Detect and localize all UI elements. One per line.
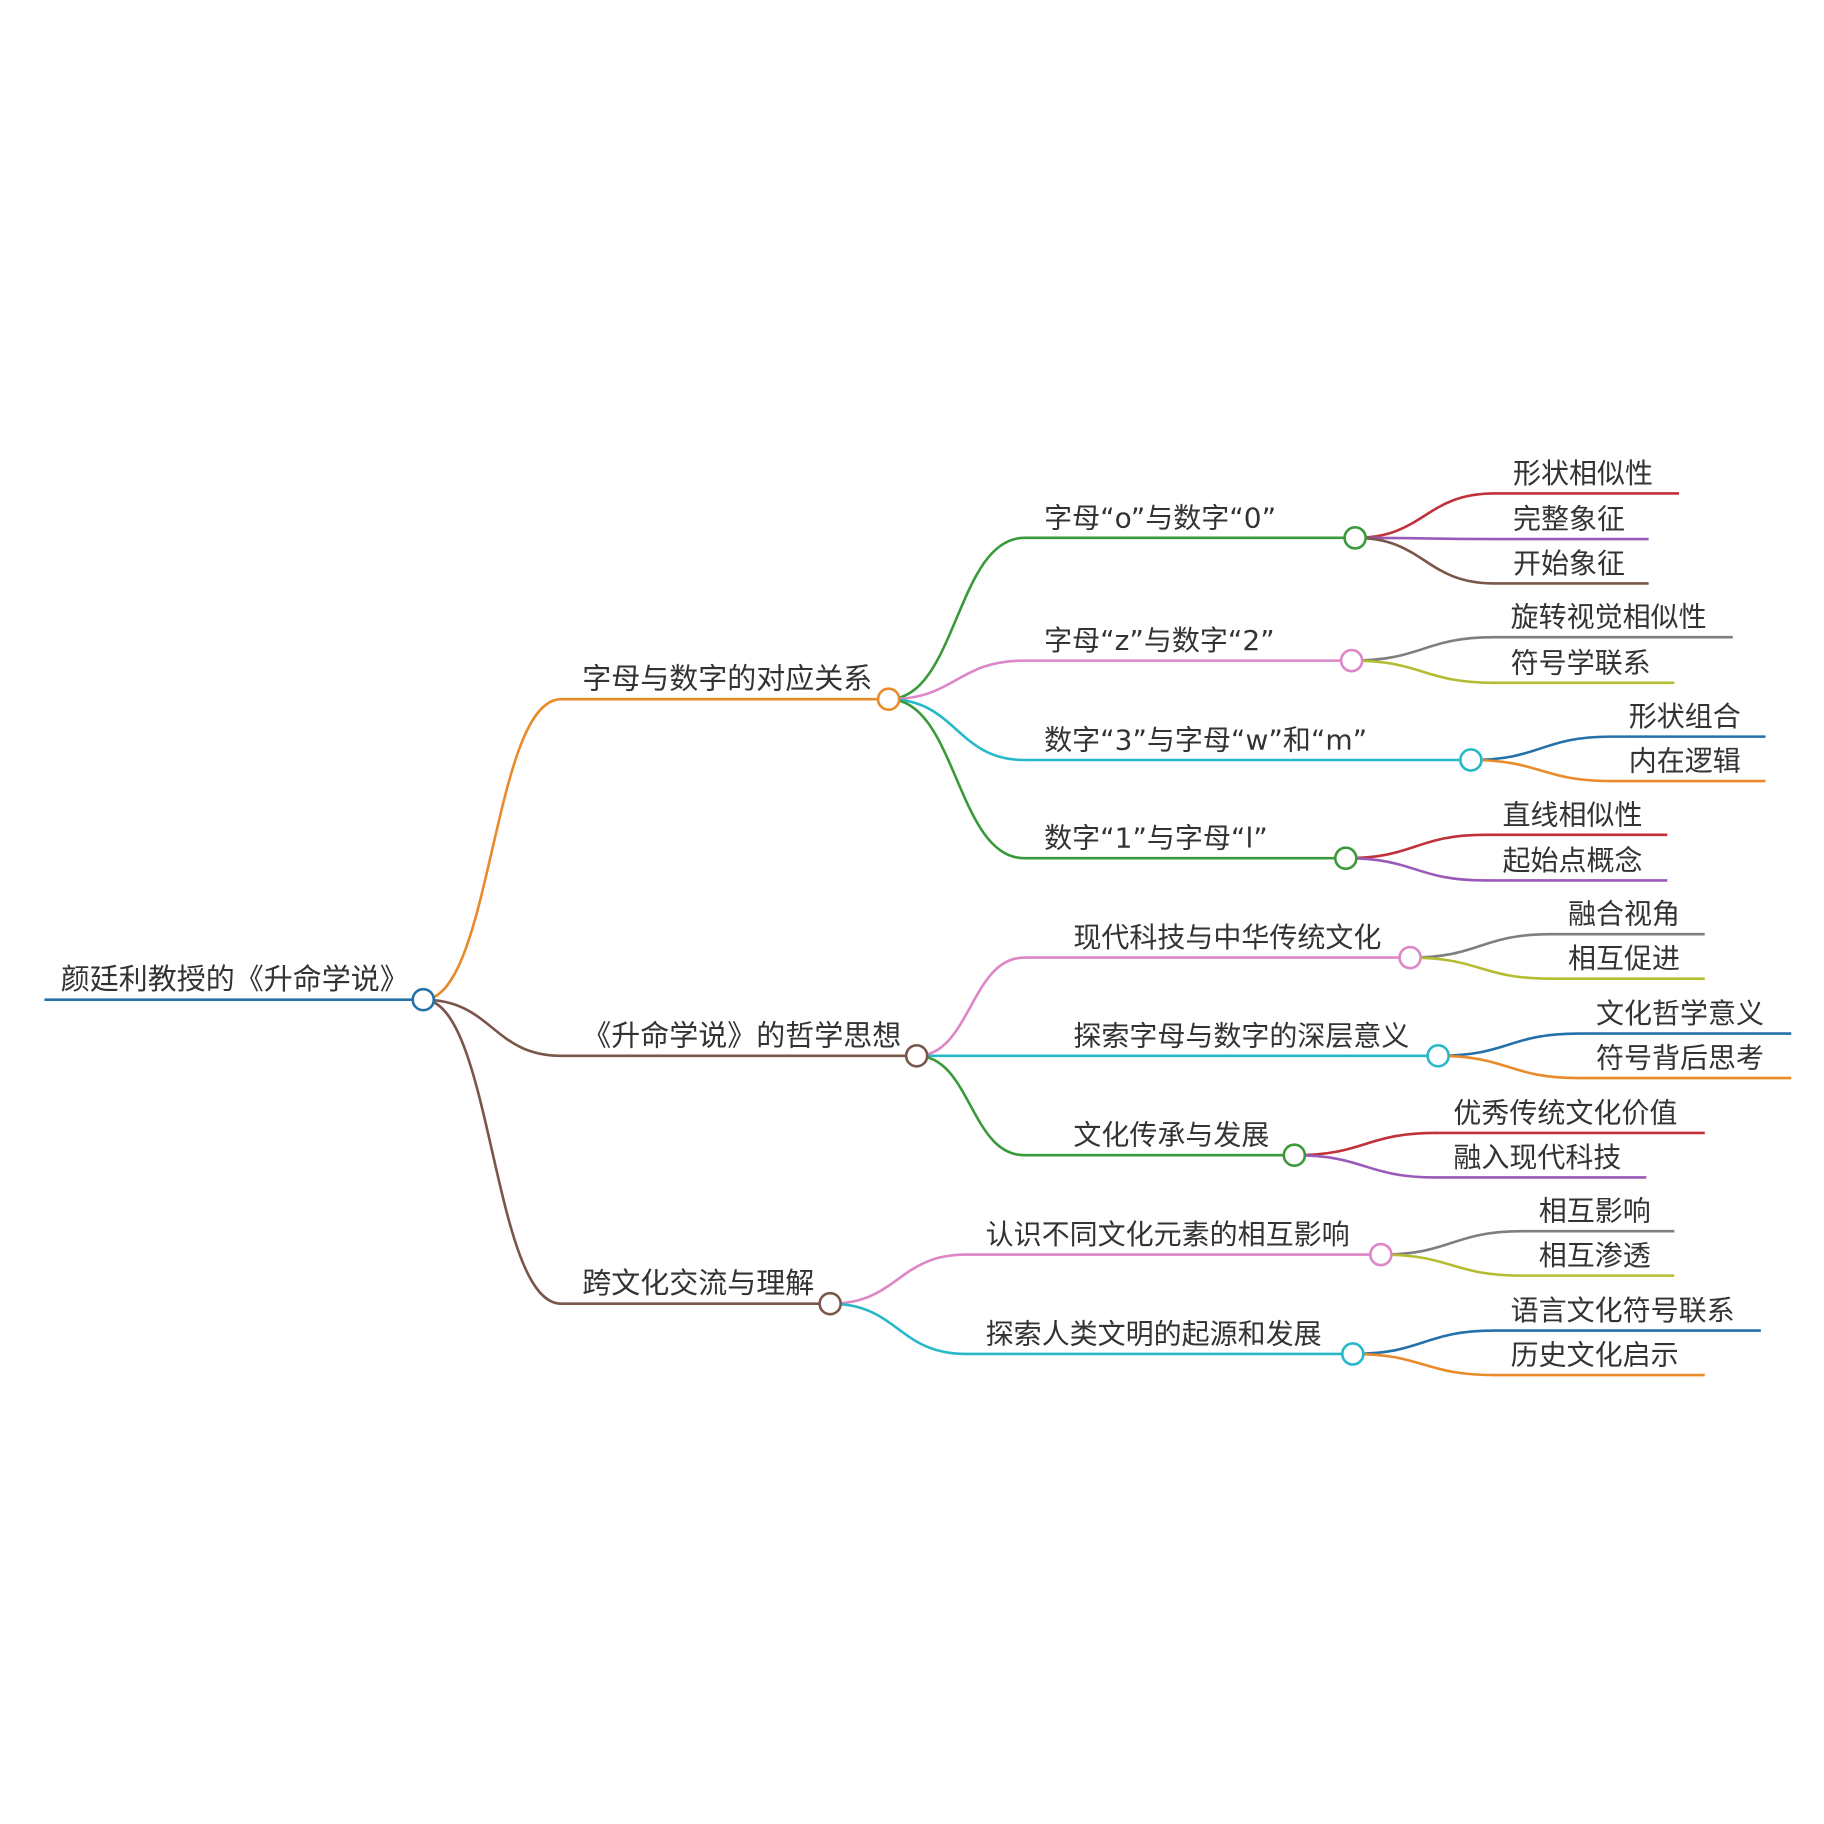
- edges-layer: [421, 492, 1613, 1377]
- edge-topic-to-leaf: [1436, 1032, 1580, 1058]
- leaf-node-label: 语言文化符号联系: [1511, 1294, 1735, 1327]
- branch-collapse-toggle[interactable]: [904, 1043, 929, 1068]
- branch-node-label: 跨文化交流与理解: [582, 1266, 814, 1300]
- edge-root-to-branch: [421, 998, 563, 1058]
- edge-branch-to-topic: [887, 697, 1026, 762]
- edge-topic-to-leaf: [1469, 758, 1613, 783]
- edge-branch-to-topic: [828, 1302, 968, 1356]
- topic-node-label: 字母“o”与数字“0”: [1044, 501, 1276, 534]
- topic-collapse-toggle[interactable]: [1339, 648, 1364, 673]
- edge-topic-to-leaf: [1293, 1153, 1438, 1179]
- edge-topic-to-leaf: [1379, 1229, 1524, 1256]
- leaf-node-label: 完整象征: [1513, 502, 1625, 535]
- root-collapse-toggle[interactable]: [411, 987, 436, 1012]
- topic-node-label: 数字“1”与字母“l”: [1044, 822, 1268, 855]
- leaf-node-label: 文化哲学意义: [1596, 997, 1764, 1030]
- edge-topic-to-leaf: [1353, 492, 1496, 540]
- edge-topic-to-leaf: [1344, 856, 1487, 882]
- topic-collapse-toggle[interactable]: [1282, 1143, 1307, 1168]
- topic-node-label: 文化传承与发展: [1073, 1119, 1269, 1152]
- branch-collapse-toggle[interactable]: [818, 1291, 842, 1316]
- branch-collapse-toggle[interactable]: [876, 687, 901, 712]
- leaf-node-label: 融合视角: [1568, 898, 1680, 931]
- topic-collapse-toggle[interactable]: [1426, 1043, 1450, 1068]
- leaf-node-label: 形状相似性: [1513, 457, 1653, 490]
- topic-node-label: 现代科技与中华传统文化: [1073, 921, 1381, 954]
- leaf-node-label: 符号背后思考: [1596, 1042, 1764, 1075]
- leaf-node-label: 形状组合: [1629, 700, 1741, 733]
- leaf-node-label: 内在逻辑: [1629, 745, 1741, 778]
- leaf-node-label: 历史文化启示: [1511, 1338, 1679, 1371]
- branch-node-label: 字母与数字的对应关系: [582, 662, 872, 696]
- edge-topic-to-leaf: [1408, 932, 1552, 959]
- edge-branch-to-topic: [887, 536, 1026, 701]
- root-node-label: 颜廷利教授的《升命学说》: [61, 962, 409, 996]
- leaf-node-label: 开始象征: [1513, 547, 1625, 580]
- topic-collapse-toggle[interactable]: [1340, 1342, 1365, 1366]
- edge-topic-to-leaf: [1469, 735, 1613, 762]
- leaf-node-label: 优秀传统文化价值: [1453, 1096, 1677, 1129]
- edge-branch-to-topic: [887, 697, 1026, 860]
- leaf-node-label: 融入现代科技: [1453, 1141, 1621, 1174]
- topic-node-label: 数字“3”与字母“w”和“m”: [1044, 723, 1367, 756]
- edge-topic-to-leaf: [1350, 635, 1496, 662]
- edge-topic-to-leaf: [1350, 659, 1496, 685]
- leaf-node-label: 直线相似性: [1502, 798, 1642, 831]
- edge-branch-to-topic: [887, 659, 1026, 701]
- topic-collapse-toggle[interactable]: [1459, 748, 1483, 772]
- edge-topic-to-leaf: [1351, 1329, 1496, 1356]
- edge-topic-to-leaf: [1293, 1131, 1438, 1157]
- edge-topic-to-leaf: [1351, 1352, 1496, 1377]
- edge-topic-to-leaf: [1436, 1054, 1580, 1080]
- topic-collapse-toggle[interactable]: [1333, 846, 1358, 871]
- edge-branch-to-topic: [828, 1253, 968, 1305]
- topic-collapse-toggle[interactable]: [1369, 1242, 1393, 1267]
- topic-node-label: 认识不同文化元素的相互影响: [986, 1218, 1350, 1251]
- leaf-node-label: 相互渗透: [1539, 1239, 1651, 1272]
- leaf-node-label: 相互促进: [1568, 942, 1680, 975]
- topic-node-label: 探索人类文明的起源和发展: [986, 1317, 1322, 1350]
- edge-topic-to-leaf: [1408, 956, 1552, 980]
- leaf-node-label: 相互影响: [1539, 1195, 1651, 1228]
- edge-topic-to-leaf: [1353, 536, 1496, 541]
- topic-collapse-toggle[interactable]: [1343, 526, 1367, 550]
- labels-layer: 颜廷利教授的《升命学说》 字母与数字的对应关系 字母“o”与数字“0” 形状相似性完整…: [61, 457, 1764, 1372]
- leaf-node-label: 旋转视觉相似性: [1511, 601, 1707, 634]
- edge-branch-to-topic: [915, 956, 1026, 1058]
- topic-collapse-toggle[interactable]: [1398, 945, 1422, 970]
- topic-node-label: 探索字母与数字的深层意义: [1073, 1019, 1409, 1052]
- underlines-layer: [44, 492, 1792, 1377]
- edge-topic-to-leaf: [1379, 1253, 1524, 1277]
- edge-topic-to-leaf: [1353, 536, 1496, 585]
- edge-branch-to-topic: [915, 1054, 1026, 1157]
- leaf-node-label: 起始点概念: [1502, 844, 1642, 877]
- edge-root-to-branch: [421, 998, 563, 1305]
- branch-node-label: 《升命学说》的哲学思想: [582, 1018, 901, 1052]
- leaf-node-label: 符号学联系: [1511, 646, 1651, 679]
- edge-root-to-branch: [421, 697, 563, 1001]
- topic-node-label: 字母“z”与数字“2”: [1044, 624, 1275, 657]
- edge-topic-to-leaf: [1344, 833, 1487, 860]
- node-circles-layer: [411, 526, 1483, 1366]
